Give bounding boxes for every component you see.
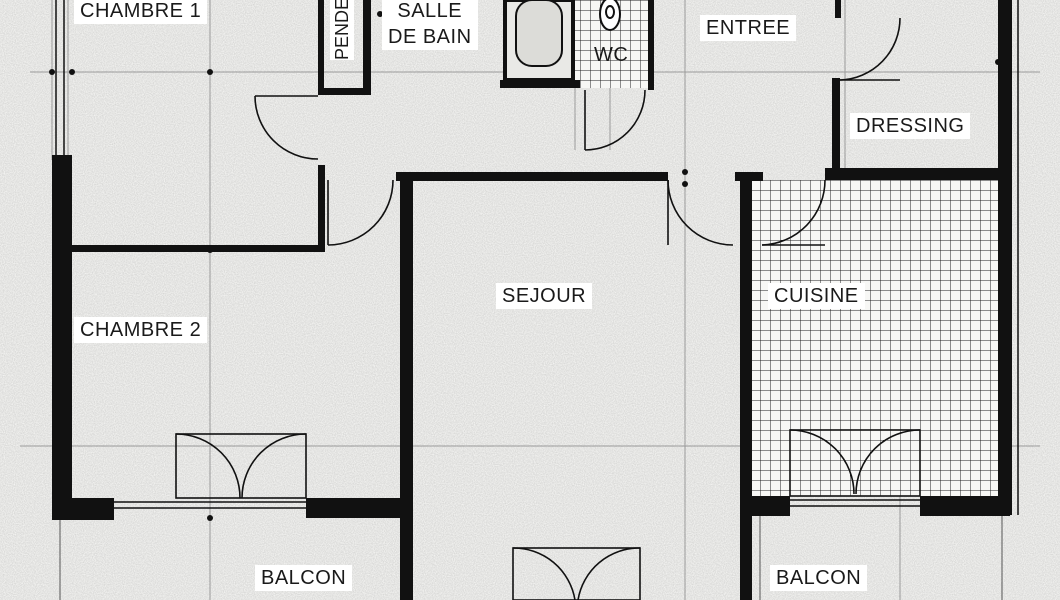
room-label-chambre-1: CHAMBRE 1 (74, 0, 208, 24)
room-label-sejour: SEJOUR (496, 283, 593, 309)
room-label-cuisine: CUISINE (768, 283, 865, 309)
salle-de-bain-line-1: SALLE (397, 0, 463, 22)
room-label-dressing: DRESSING (850, 113, 971, 139)
toilet (599, 0, 621, 31)
room-label-salle-de-bain: SALLE DE BAIN (382, 0, 478, 50)
room-label-penderie: PENDERIE (330, 0, 354, 60)
glazing (55, 0, 1019, 515)
balcony-edges (59, 516, 1003, 600)
room-label-wc: WC (594, 44, 629, 66)
salle-de-bain-line-2: DE BAIN (388, 26, 472, 48)
room-label-entree: ENTREE (700, 15, 797, 41)
door-swings (175, 17, 921, 600)
cuisine-tiles (752, 180, 1002, 496)
room-label-balcon-right: BALCON (770, 565, 868, 591)
walls (52, 0, 1012, 600)
room-label-balcon-left: BALCON (255, 565, 353, 591)
bathtub (503, 0, 575, 82)
room-label-chambre-2: CHAMBRE 2 (74, 317, 208, 343)
